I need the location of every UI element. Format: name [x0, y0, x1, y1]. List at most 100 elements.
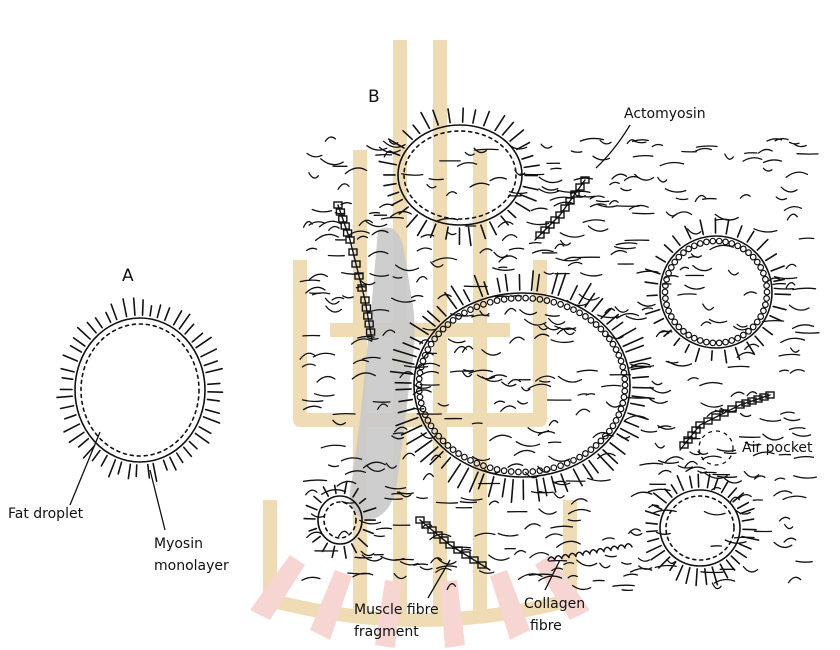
collagen-label-line1: Collagen	[524, 596, 585, 612]
droplet-b-right-myosin-tick	[645, 282, 657, 284]
droplet-b-right-myosin-tick	[725, 350, 727, 362]
actomyosin-matrix-strand	[659, 461, 679, 464]
actomyosin-matrix-strand	[764, 160, 782, 163]
droplet-b-right-myosin-tick	[757, 240, 767, 250]
droplet-b-right-bead	[741, 332, 747, 338]
actomyosin-matrix-strand	[633, 156, 653, 157]
droplet-b-center-bead	[571, 458, 577, 464]
actomyosin-matrix-strand	[652, 144, 662, 146]
actomyosin-matrix-strand	[794, 144, 806, 146]
actomyosin-matrix-strand	[786, 172, 807, 177]
droplet-b-lower-right-myosin-tick	[677, 476, 683, 490]
actomyosin-matrix-strand	[701, 472, 717, 473]
droplet-b-right-bead	[764, 289, 770, 295]
droplet-b-lower-right	[646, 474, 759, 585]
droplet-a-myosin-tick	[61, 406, 74, 409]
droplet-b-right-bead	[746, 328, 752, 334]
droplet-a-myosin-tick	[203, 417, 219, 423]
actomyosin-matrix-strand	[321, 159, 344, 165]
actomyosin-matrix-strand	[610, 182, 619, 184]
actomyosin-matrix-strand	[767, 139, 782, 141]
panel-b-label: B	[368, 87, 380, 107]
myosin-label-line1: Myosin	[154, 536, 203, 552]
actomyosin-matrix-strand	[315, 394, 334, 396]
droplet-b-right-bead	[669, 265, 675, 271]
droplet-b-right-bead	[686, 332, 692, 338]
actomyosin-matrix-strand	[417, 277, 427, 282]
droplet-a-myosin-tick	[179, 314, 189, 329]
droplet-b-right-myosin-tick	[775, 294, 790, 295]
actomyosin-matrix-strand	[786, 264, 796, 268]
leader-myosin	[150, 470, 165, 530]
droplet-b-center-bead	[462, 310, 468, 316]
fat-droplet-label: Fat droplet	[8, 506, 84, 522]
actomyosin-matrix-strand	[701, 403, 722, 407]
droplet-b-center-myosin-tick	[415, 440, 431, 452]
droplet-b-lower-right-myosin-tick	[654, 493, 666, 503]
actomyosin-matrix-strand	[600, 140, 611, 143]
droplet-b-lower-right-myosin-tick	[690, 476, 692, 487]
droplet-b-top-myosin-tick	[484, 112, 490, 126]
droplet-a-myosin-tick	[61, 369, 74, 372]
actomyosin-matrix-strand	[306, 490, 317, 495]
droplet-b-right-bead	[761, 270, 767, 276]
actomyosin-matrix-strand	[612, 174, 627, 179]
actomyosin-matrix-strand	[668, 361, 691, 366]
droplet-b-right-myosin-tick	[647, 295, 657, 296]
droplet-b-center-bead	[468, 458, 474, 464]
actomyosin-matrix-strand	[316, 234, 339, 240]
droplet-b-center-myosin-tick	[561, 474, 568, 491]
droplet-a-myosin-tick	[109, 460, 116, 477]
actomyosin-matrix-strand	[642, 308, 652, 310]
droplet-b-right-myosin-tick	[665, 245, 673, 252]
actomyosin-matrix-strand	[310, 274, 328, 279]
actomyosin-matrix-strand	[678, 294, 696, 295]
actomyosin-matrix-strand	[473, 423, 483, 424]
droplet-a-outline	[75, 318, 205, 462]
actomyosin-matrix-strand	[701, 322, 710, 325]
actomyosin-matrix-strand	[615, 307, 628, 312]
droplet-b-right-bead	[666, 308, 672, 314]
droplet-b-lower-right-myosin-tick	[742, 519, 753, 521]
air-pocket-label: Air pocket	[742, 440, 813, 456]
actomyosin-matrix-strand	[460, 502, 476, 503]
actomyosin-matrix-strand	[731, 392, 744, 396]
actomyosin-matrix-strand	[417, 248, 431, 251]
actomyosin-matrix-strand	[539, 177, 562, 182]
actomyosin-matrix-strand	[545, 315, 559, 316]
actomyosin-matrix-strand	[685, 285, 704, 289]
droplet-b-center-myosin-tick	[633, 387, 653, 388]
actomyosin-matrix-strand	[660, 163, 683, 166]
droplet-b-right-bead	[697, 338, 703, 344]
droplet-b-top-myosin-tick	[490, 222, 496, 234]
actomyosin-matrix-strand	[420, 567, 432, 570]
collagen-coil	[590, 550, 597, 553]
droplet-b-center-bead	[577, 454, 583, 460]
actomyosin-matrix-strand	[605, 555, 616, 556]
droplet-b-right-bead	[729, 241, 735, 247]
actomyosin-matrix-strand	[307, 248, 317, 250]
droplet-b-center-myosin-tick	[558, 274, 565, 296]
actomyosin-matrix-strand	[307, 153, 322, 156]
droplet-b-right-bead	[663, 296, 669, 302]
droplet-b-center-bead	[583, 314, 589, 320]
droplet-b-center-bead	[494, 467, 500, 473]
actomyosin-matrix-strand	[329, 226, 339, 230]
droplet-a-myosin-tick	[206, 410, 220, 414]
droplet-b-right-bead	[741, 246, 747, 252]
droplet-b-right	[645, 218, 790, 363]
droplet-b-right-myosin-tick	[774, 279, 784, 281]
actomyosin-matrix-strand	[763, 168, 772, 171]
actomyosin-matrix-strand	[539, 509, 556, 514]
actomyosin-matrix-strand	[658, 177, 667, 182]
actomyosin-matrix-strand	[551, 340, 573, 343]
droplet-a-myosin-tick	[164, 460, 168, 470]
actomyosin-matrix-strand	[796, 332, 819, 333]
droplet-b-center-bead	[621, 394, 627, 400]
droplet-a-myosin-tick	[199, 427, 211, 434]
droplet-a-myosin-tick	[106, 313, 111, 323]
droplet-a-myosin-tick	[150, 306, 151, 316]
droplet-b-center-bead	[610, 341, 616, 347]
droplet-a-myosin-tick	[64, 424, 79, 432]
actomyosin-matrix-strand	[525, 524, 540, 529]
